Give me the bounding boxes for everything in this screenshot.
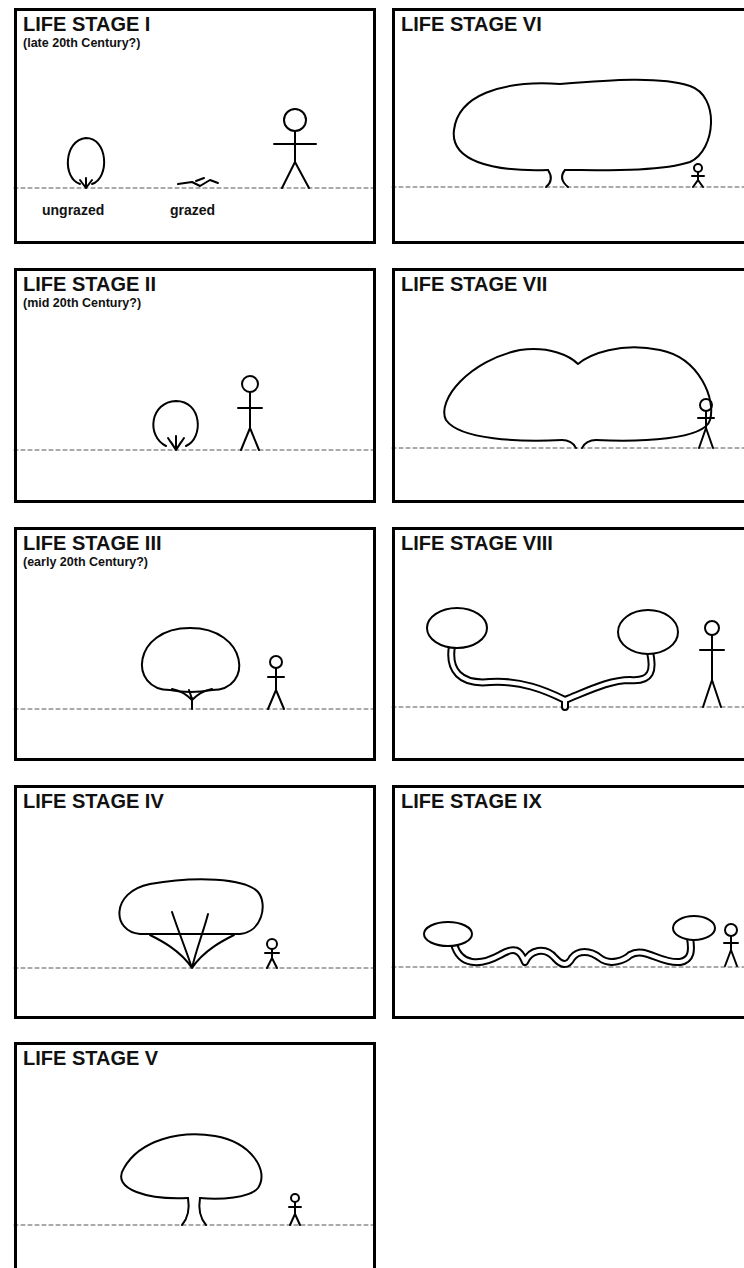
stage-title: LIFE STAGE II <box>17 271 373 295</box>
stick-figure-head <box>291 1194 299 1202</box>
stick-figure-body <box>700 635 724 707</box>
stage-panel: LIFE STAGE V <box>14 1042 376 1268</box>
condition-label: grazed <box>170 202 215 218</box>
stick-figure-head <box>284 109 306 131</box>
stage-title: LIFE STAGE VII <box>395 271 744 295</box>
ground-line <box>392 448 744 449</box>
stick-figure-body <box>698 411 714 448</box>
ground-line <box>14 968 376 969</box>
stage-panel: LIFE STAGE VII <box>392 268 744 503</box>
tree-canopy <box>119 879 262 934</box>
ground-line <box>14 709 376 710</box>
tree-canopy <box>673 916 715 940</box>
illustration-group <box>14 80 744 1225</box>
stage-title: LIFE STAGE VIII <box>395 530 744 554</box>
stick-figure-head <box>242 376 258 392</box>
stage-panel: LIFE STAGE IX <box>392 785 744 1019</box>
tree-canopy <box>142 628 239 692</box>
condition-label: ungrazed <box>42 202 104 218</box>
stage-panel: LIFE STAGE VI <box>392 8 744 244</box>
limb-outline <box>454 938 691 964</box>
stick-figure-body <box>289 1202 301 1225</box>
tree-canopy <box>618 610 678 654</box>
tree-trunk <box>182 1198 206 1225</box>
stage-title: LIFE STAGE III <box>17 530 373 554</box>
ground-line <box>14 450 376 451</box>
stick-figure-body <box>268 668 284 709</box>
stage-date: (mid 20th Century?) <box>17 295 373 311</box>
stage-title: LIFE STAGE I <box>17 11 373 35</box>
stage-title: LIFE STAGE V <box>17 1045 373 1069</box>
stick-figure-head <box>694 164 702 172</box>
tree-canopy <box>121 1134 261 1198</box>
tree-canopy <box>424 922 472 946</box>
stick-figure-head <box>725 924 737 936</box>
stage-panel: LIFE STAGE IV <box>14 785 376 1019</box>
limb-outline <box>451 646 651 707</box>
tree-trunk <box>546 170 568 187</box>
ground-lines <box>14 187 744 1225</box>
limb-inner <box>451 646 651 707</box>
ground-line <box>14 1225 376 1226</box>
tree-trunk <box>172 689 212 709</box>
stage-panel: LIFE STAGE VIII <box>392 527 744 761</box>
stage-title: LIFE STAGE IX <box>395 788 744 812</box>
stick-figure-body <box>238 392 262 450</box>
shrub-stems <box>80 178 92 188</box>
stick-figure-head <box>700 399 712 411</box>
tree-trunk <box>150 912 234 968</box>
grazed-shrub <box>178 178 218 186</box>
stage-title: LIFE STAGE VI <box>395 11 744 35</box>
stage-title: LIFE STAGE IV <box>17 788 373 812</box>
stick-figure-head <box>270 656 282 668</box>
stage-date: (early 20th Century?) <box>17 554 373 570</box>
stage-panel: LIFE STAGE III(early 20th Century?) <box>14 527 376 761</box>
tree-canopy <box>444 347 711 440</box>
stick-figure-body <box>724 936 738 966</box>
shrub-stems <box>168 436 184 450</box>
tree-trunk <box>562 440 596 448</box>
stick-figure-head <box>267 939 277 949</box>
tree-canopy <box>427 608 487 648</box>
stage-date: (late 20th Century?) <box>17 35 373 51</box>
stick-figure-body <box>265 949 279 968</box>
stage-panel: LIFE STAGE II(mid 20th Century?) <box>14 268 376 503</box>
limb-inner <box>454 938 691 964</box>
ground-line <box>14 188 376 189</box>
stick-figure-head <box>705 621 719 635</box>
tree-canopy <box>454 80 711 170</box>
stick-figure-body <box>692 172 704 187</box>
stick-figure-body <box>274 131 316 188</box>
